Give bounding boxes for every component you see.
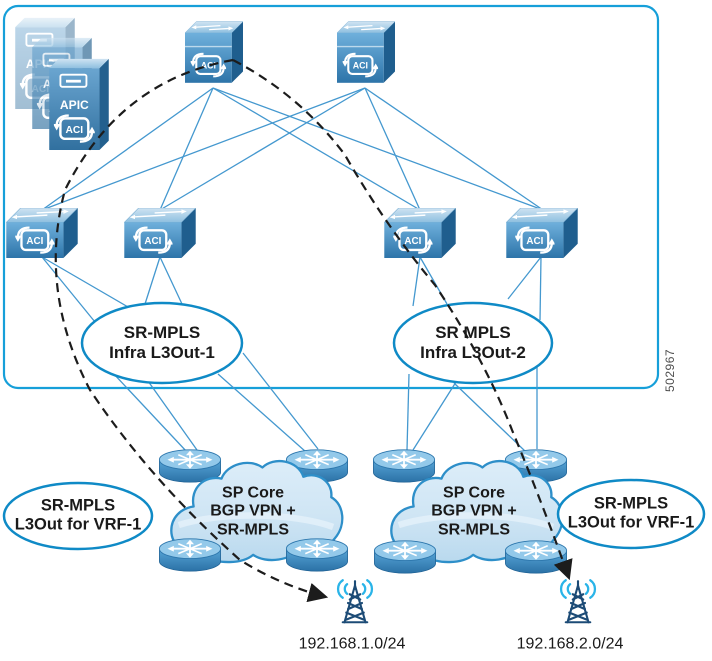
- traffic-flow-right: [232, 59, 573, 581]
- figure-number: 502967: [663, 348, 677, 392]
- cell-tower-2: [559, 579, 597, 624]
- sp-core-left-label: SP Core BGP VPN + SR-MPLS: [210, 484, 296, 539]
- vrf-l3out-right-line2: L3Out for VRF-1: [567, 514, 695, 532]
- sp-core-left-line3: SR-MPLS: [216, 521, 289, 539]
- vrf-l3out-right-ellipse: [556, 478, 706, 550]
- fabric-links: [41, 87, 544, 453]
- sp-core-left-line2: BGP VPN +: [210, 502, 296, 520]
- sp-core-right-label: SP Core BGP VPN + SR-MPLS: [431, 484, 517, 539]
- spine-switch-1: [185, 22, 243, 83]
- vrf-l3out-left-line1: SR-MPLS: [40, 496, 116, 515]
- infra-l3out-1-label: SR-MPLS Infra L3Out-1: [109, 323, 215, 363]
- sp-core-right-line3: SR-MPLS: [437, 521, 510, 539]
- sp-core-right-line1: SP Core: [443, 484, 505, 502]
- traffic-flows: [54, 58, 573, 603]
- cell-tower-1: [336, 579, 374, 624]
- network-label-2: 192.168.2.0/24: [516, 635, 624, 653]
- sp-core-right-line2: BGP VPN +: [431, 502, 517, 520]
- aci-fabric-boundary: [2, 4, 660, 390]
- pe-router-left-bottom-2: [285, 537, 349, 573]
- vrf-l3out-right-label: SR-MPLS L3Out for VRF-1: [568, 495, 695, 534]
- apic-cluster: [15, 18, 109, 150]
- vrf-l3out-left-line2: L3Out for VRF-1: [14, 516, 142, 534]
- vrf-l3out-left-ellipse: [2, 481, 154, 551]
- sp-core-left-line1: SP Core: [222, 484, 284, 502]
- leaf-switch-2: [124, 208, 195, 258]
- infra-l3out-1-line1: SR-MPLS: [123, 322, 201, 342]
- infra-l3out-2-ellipse: [392, 301, 554, 385]
- infra-l3out-1-ellipse: [80, 301, 244, 385]
- vrf-l3out-left-label: SR-MPLS L3Out for VRF-1: [15, 497, 142, 536]
- pe-router-right-top-1: [372, 448, 436, 484]
- infra-l3out-2-line1: SR MPLS: [435, 322, 511, 342]
- infra-l3out-2-line2: Infra L3Out-2: [420, 343, 526, 362]
- traffic-flow-left: [54, 58, 329, 603]
- vrf-l3out-right-line1: SR-MPLS: [593, 494, 669, 513]
- network-label-1: 192.168.1.0/24: [298, 635, 406, 653]
- infra-l3out-2-label: SR MPLS Infra L3Out-2: [420, 323, 526, 363]
- infra-l3out-1-line2: Infra L3Out-1: [109, 343, 215, 362]
- leaf-switch-1: [6, 208, 77, 258]
- pe-router-left-bottom-1: [158, 537, 222, 573]
- pe-router-right-bottom-1: [373, 539, 437, 575]
- leaf-switch-4: [506, 208, 577, 258]
- spine-switch-2: [337, 22, 395, 83]
- pe-router-right-bottom-2: [504, 539, 568, 575]
